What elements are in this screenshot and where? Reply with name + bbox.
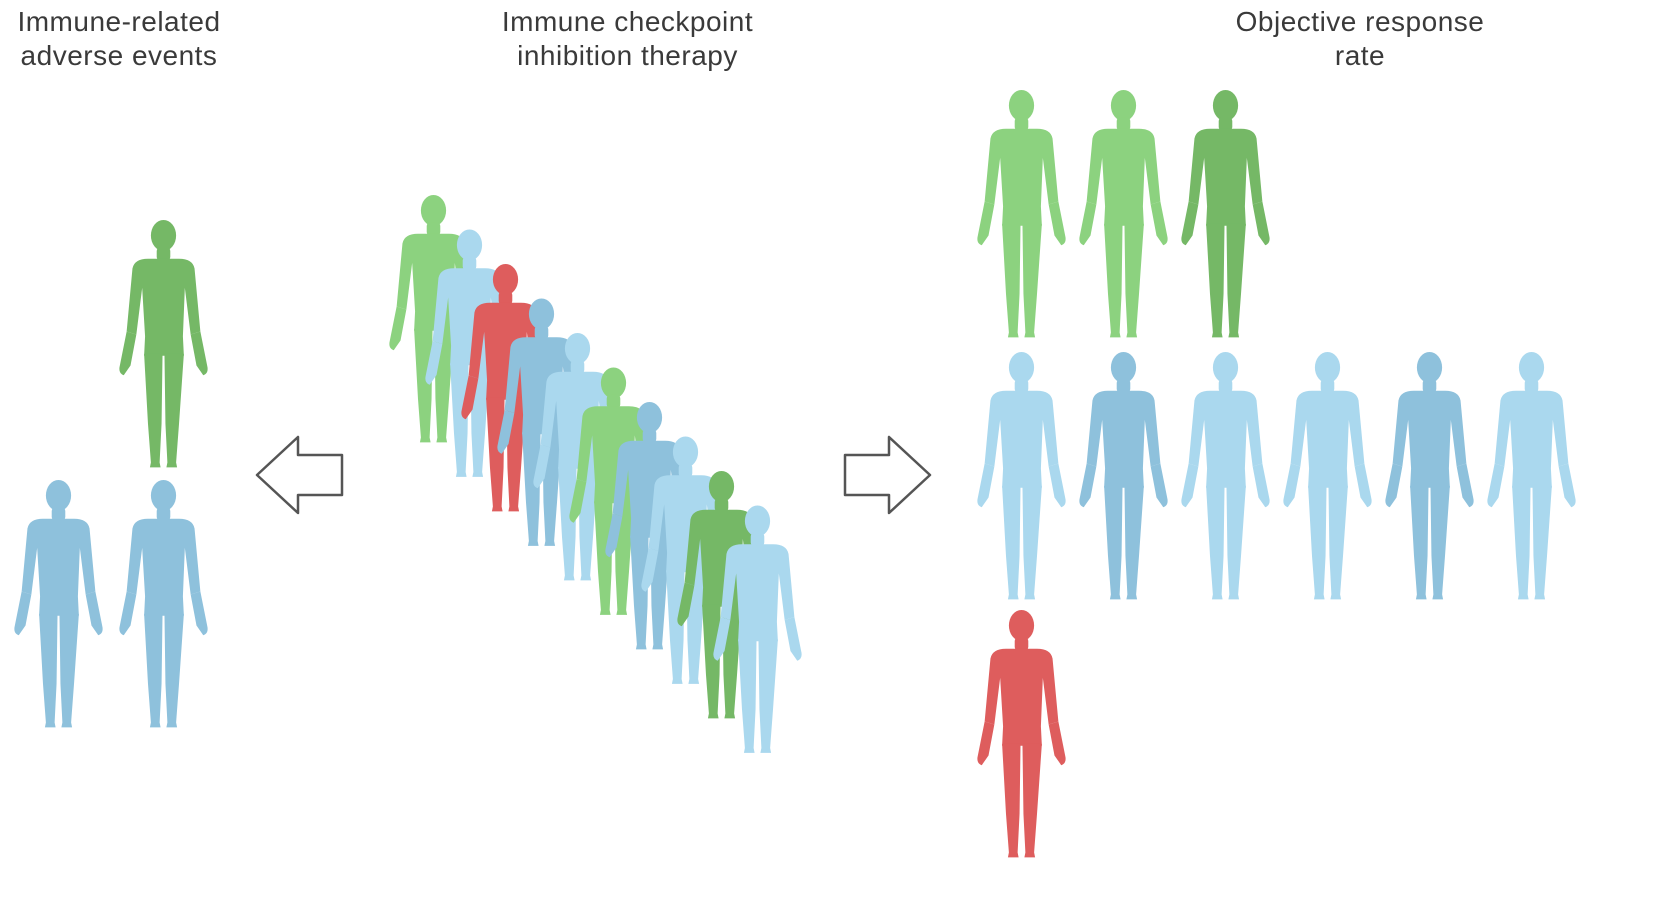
arrow-right-icon	[843, 435, 932, 515]
response-rate-group	[977, 90, 1576, 858]
adverse-events-group	[14, 220, 208, 728]
person-icon	[119, 480, 208, 728]
arrow-left-icon	[255, 435, 344, 515]
therapy-label: Immune checkpoint inhibition therapy	[501, 6, 754, 71]
adverse-events-label: Immune-related adverse events	[17, 6, 221, 71]
person-icon	[1079, 352, 1168, 600]
person-icon	[1385, 352, 1474, 600]
person-icon	[977, 90, 1066, 338]
person-icon	[977, 610, 1066, 858]
person-icon	[1079, 90, 1168, 338]
person-icon	[977, 352, 1066, 600]
therapy-queue-group	[389, 195, 802, 753]
person-icon	[1283, 352, 1372, 600]
person-icon	[119, 220, 208, 468]
person-icon	[1181, 90, 1270, 338]
person-icon	[1487, 352, 1576, 600]
person-icon	[1181, 352, 1270, 600]
person-icon	[14, 480, 103, 728]
response-rate-label: Objective response rate	[1235, 6, 1485, 71]
